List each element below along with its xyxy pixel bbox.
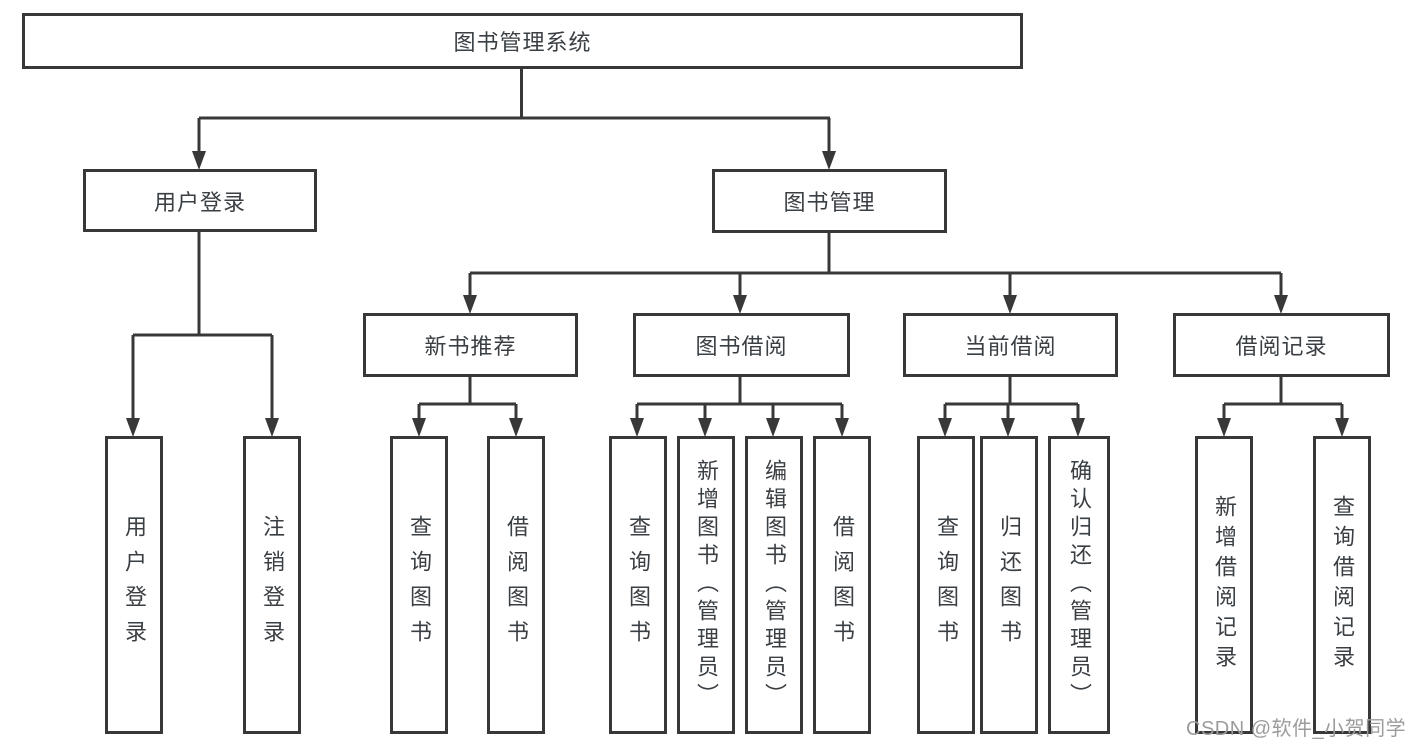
leaf-logout: 注销登录 xyxy=(243,436,301,734)
leaf-user-login: 用户登录 xyxy=(105,436,163,734)
node-book-management: 图书管理 xyxy=(712,169,947,233)
node-user-login: 用户登录 xyxy=(83,169,317,232)
leaf-borrow-query-book: 查询图书 xyxy=(609,436,667,734)
leaf-current-confirm-return-admin: 确认归还（管理员） xyxy=(1048,436,1110,734)
leaf-newbook-borrow-book: 借阅图书 xyxy=(487,436,545,734)
leaf-borrow-borrow-book: 借阅图书 xyxy=(813,436,871,734)
node-root: 图书管理系统 xyxy=(22,13,1023,69)
node-book-borrow: 图书借阅 xyxy=(633,313,850,377)
node-new-book-recommend: 新书推荐 xyxy=(363,313,578,377)
node-borrow-record: 借阅记录 xyxy=(1173,313,1390,377)
leaf-record-add: 新增借阅记录 xyxy=(1195,436,1253,734)
leaf-newbook-query-book: 查询图书 xyxy=(390,436,448,734)
leaf-borrow-add-book-admin: 新增图书（管理员） xyxy=(677,436,735,734)
leaf-current-return-book: 归还图书 xyxy=(980,436,1038,734)
node-current-borrow: 当前借阅 xyxy=(903,313,1118,377)
leaf-borrow-edit-book-admin: 编辑图书（管理员） xyxy=(745,436,803,734)
leaf-record-query: 查询借阅记录 xyxy=(1313,436,1371,734)
watermark: CSDN @软件_小贺同学 xyxy=(1186,718,1405,740)
leaf-current-query-book: 查询图书 xyxy=(917,436,975,734)
